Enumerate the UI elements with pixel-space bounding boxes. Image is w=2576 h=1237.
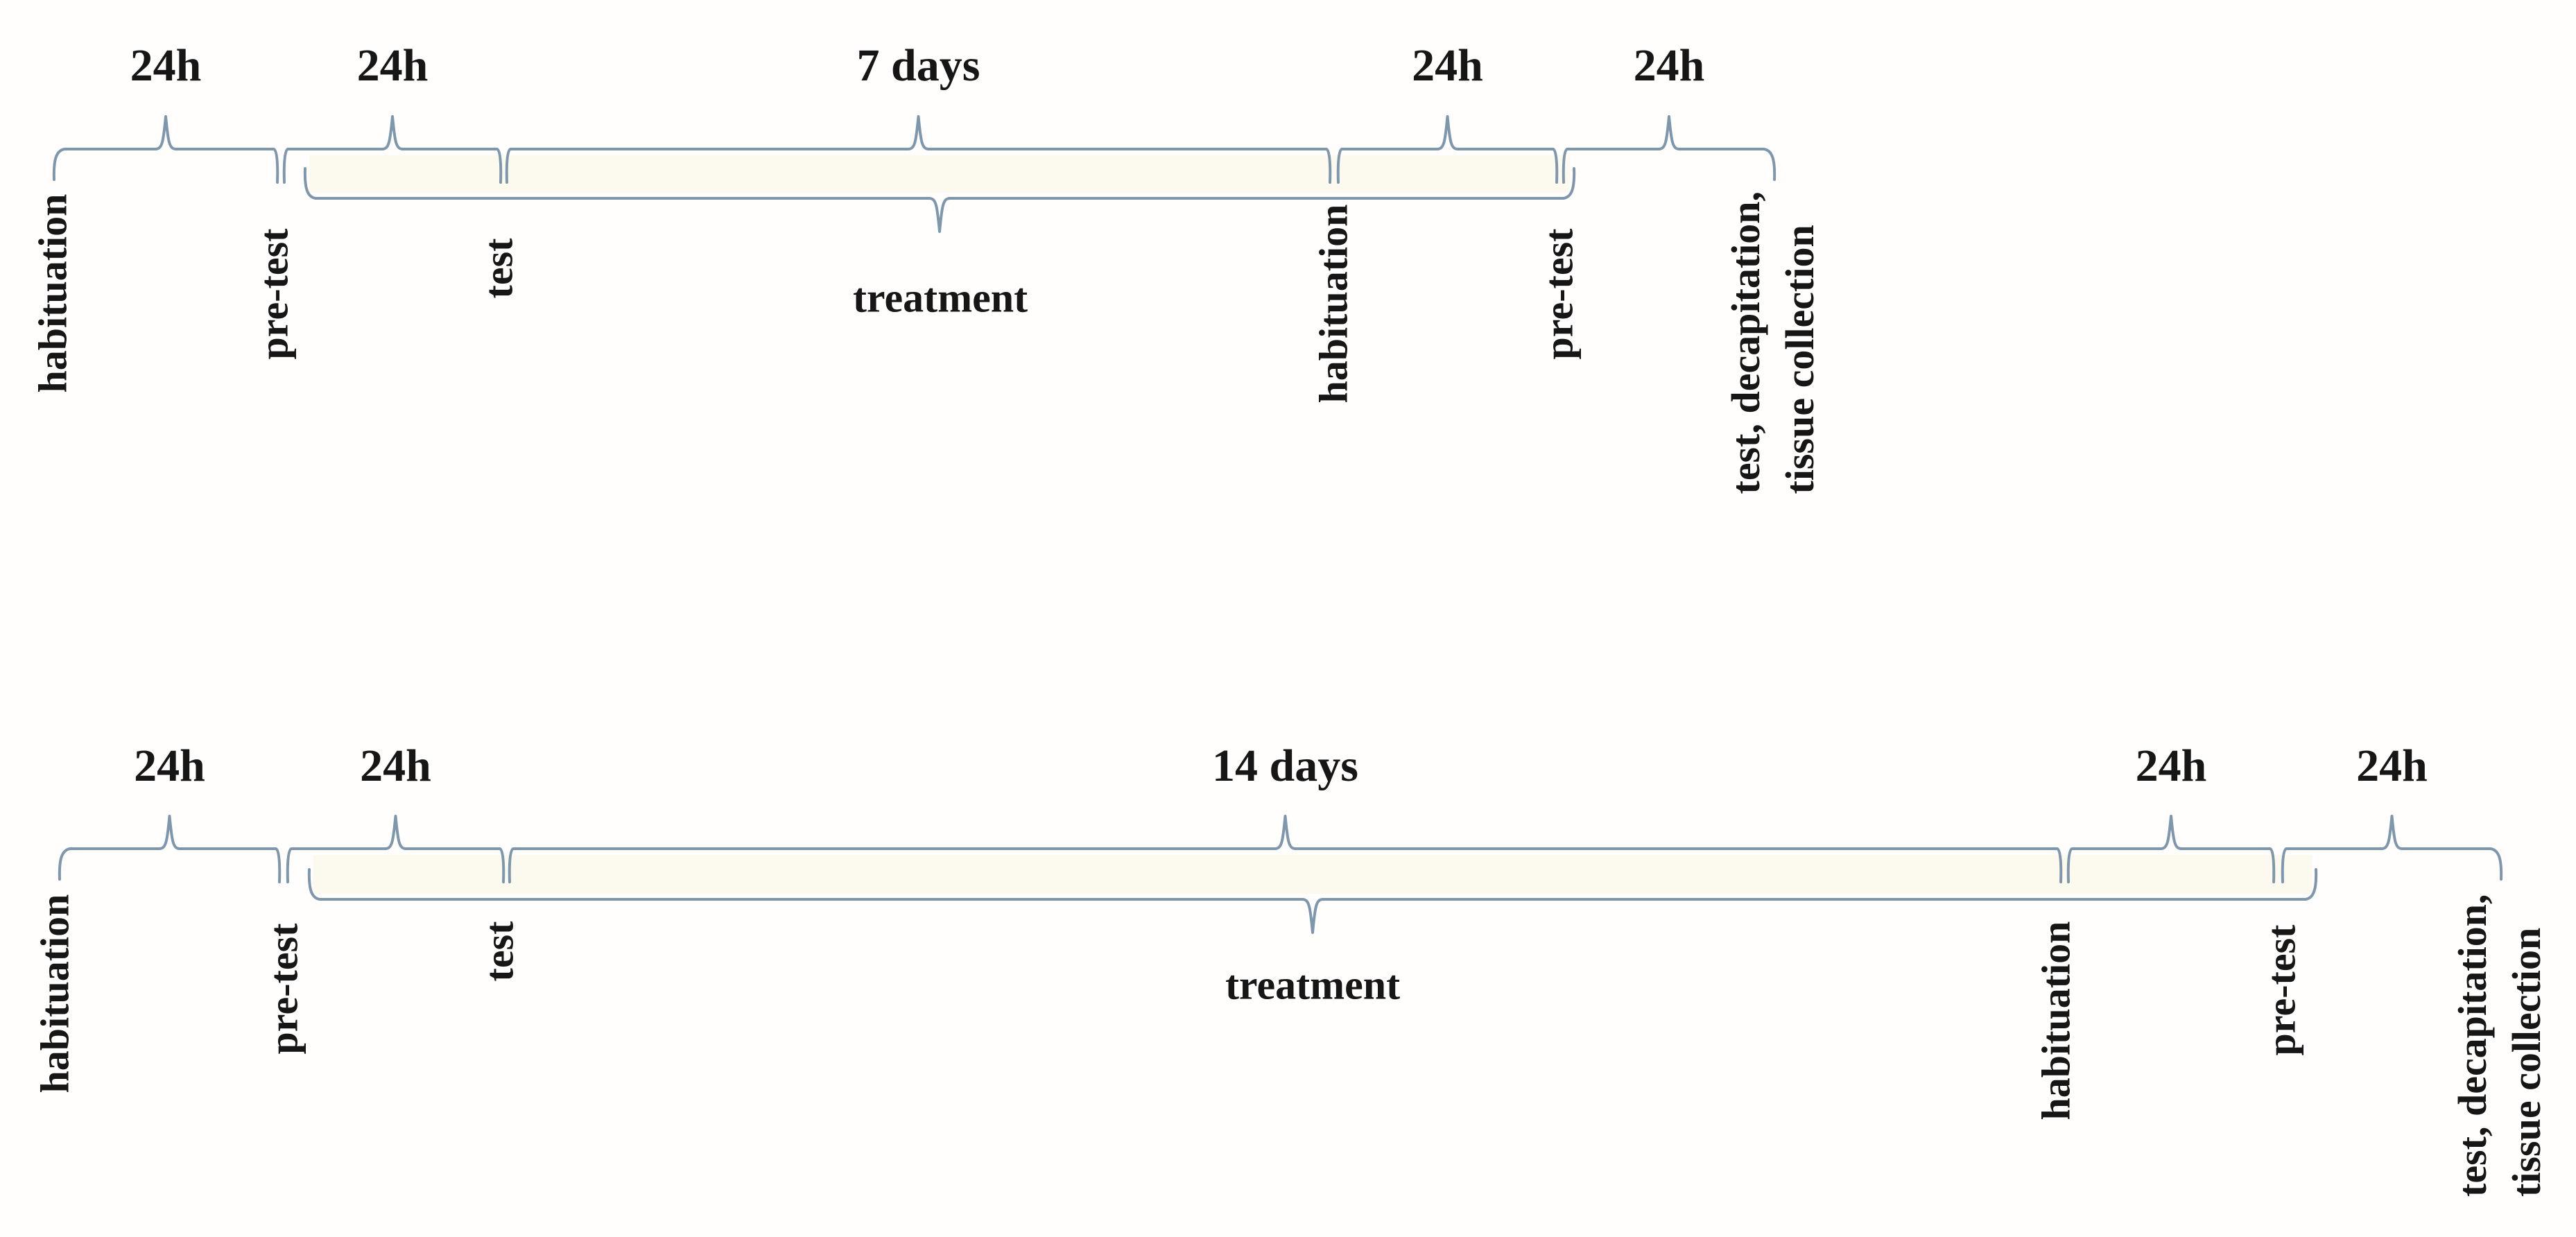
event-label: test, decapitation,tissue collection bbox=[2446, 894, 2554, 1197]
event-label: pre-test bbox=[2258, 917, 2305, 1064]
event-label: habituation bbox=[1311, 204, 1357, 403]
duration-label: 24h bbox=[360, 741, 431, 791]
event-label-line: tissue collection bbox=[1777, 224, 1822, 494]
duration-label: 24h bbox=[130, 40, 202, 91]
event-label-line: pre-test bbox=[1536, 228, 1582, 360]
event-label: test bbox=[476, 921, 523, 982]
duration-brace bbox=[58, 815, 282, 883]
event-label-line: test, decapitation, bbox=[1723, 191, 1768, 494]
event-label: test, decapitation,tissue collection bbox=[1719, 191, 1827, 494]
event-label: test bbox=[476, 238, 522, 299]
treatment-label: treatment bbox=[852, 275, 1028, 321]
treatment-brace bbox=[303, 167, 1576, 233]
duration-brace bbox=[52, 115, 279, 184]
treatment-brace bbox=[307, 868, 2318, 934]
duration-brace bbox=[286, 815, 505, 883]
duration-label: 24h bbox=[2356, 741, 2428, 791]
duration-brace bbox=[508, 815, 2063, 883]
duration-brace bbox=[2066, 815, 2276, 883]
event-label-line: pre-test bbox=[251, 228, 297, 360]
event-label: pre-test bbox=[261, 915, 307, 1062]
event-label: habituation bbox=[32, 894, 78, 1093]
event-label: pre-test bbox=[251, 220, 297, 367]
duration-label: 24h bbox=[134, 741, 205, 791]
duration-label: 24h bbox=[1412, 40, 1483, 91]
duration-label: 14 days bbox=[1212, 741, 1358, 791]
event-label-line: pre-test bbox=[261, 923, 306, 1055]
duration-label: 7 days bbox=[856, 40, 980, 91]
duration-brace bbox=[2281, 815, 2503, 883]
event-label-line: test, decapitation, bbox=[2450, 894, 2495, 1197]
duration-brace bbox=[1336, 115, 1559, 184]
duration-label: 24h bbox=[2135, 741, 2207, 791]
event-label: habituation bbox=[30, 193, 76, 392]
event-label-line: tissue collection bbox=[2504, 927, 2549, 1197]
event-label-line: habituation bbox=[30, 193, 76, 392]
event-label-line: habituation bbox=[2033, 921, 2079, 1120]
duration-label: 24h bbox=[356, 40, 429, 91]
event-label-line: habituation bbox=[32, 894, 78, 1093]
duration-brace bbox=[282, 115, 503, 184]
treatment-label: treatment bbox=[1225, 962, 1401, 1008]
duration-label: 24h bbox=[1633, 40, 1705, 91]
event-label: habituation bbox=[2033, 921, 2080, 1120]
event-label-line: test bbox=[476, 921, 522, 982]
event-label-line: test bbox=[476, 238, 521, 299]
event-label: pre-test bbox=[1536, 220, 1582, 367]
duration-brace bbox=[505, 115, 1332, 184]
event-label-line: pre-test bbox=[2258, 924, 2304, 1056]
duration-brace bbox=[1562, 115, 1777, 184]
event-label-line: habituation bbox=[1311, 204, 1356, 403]
